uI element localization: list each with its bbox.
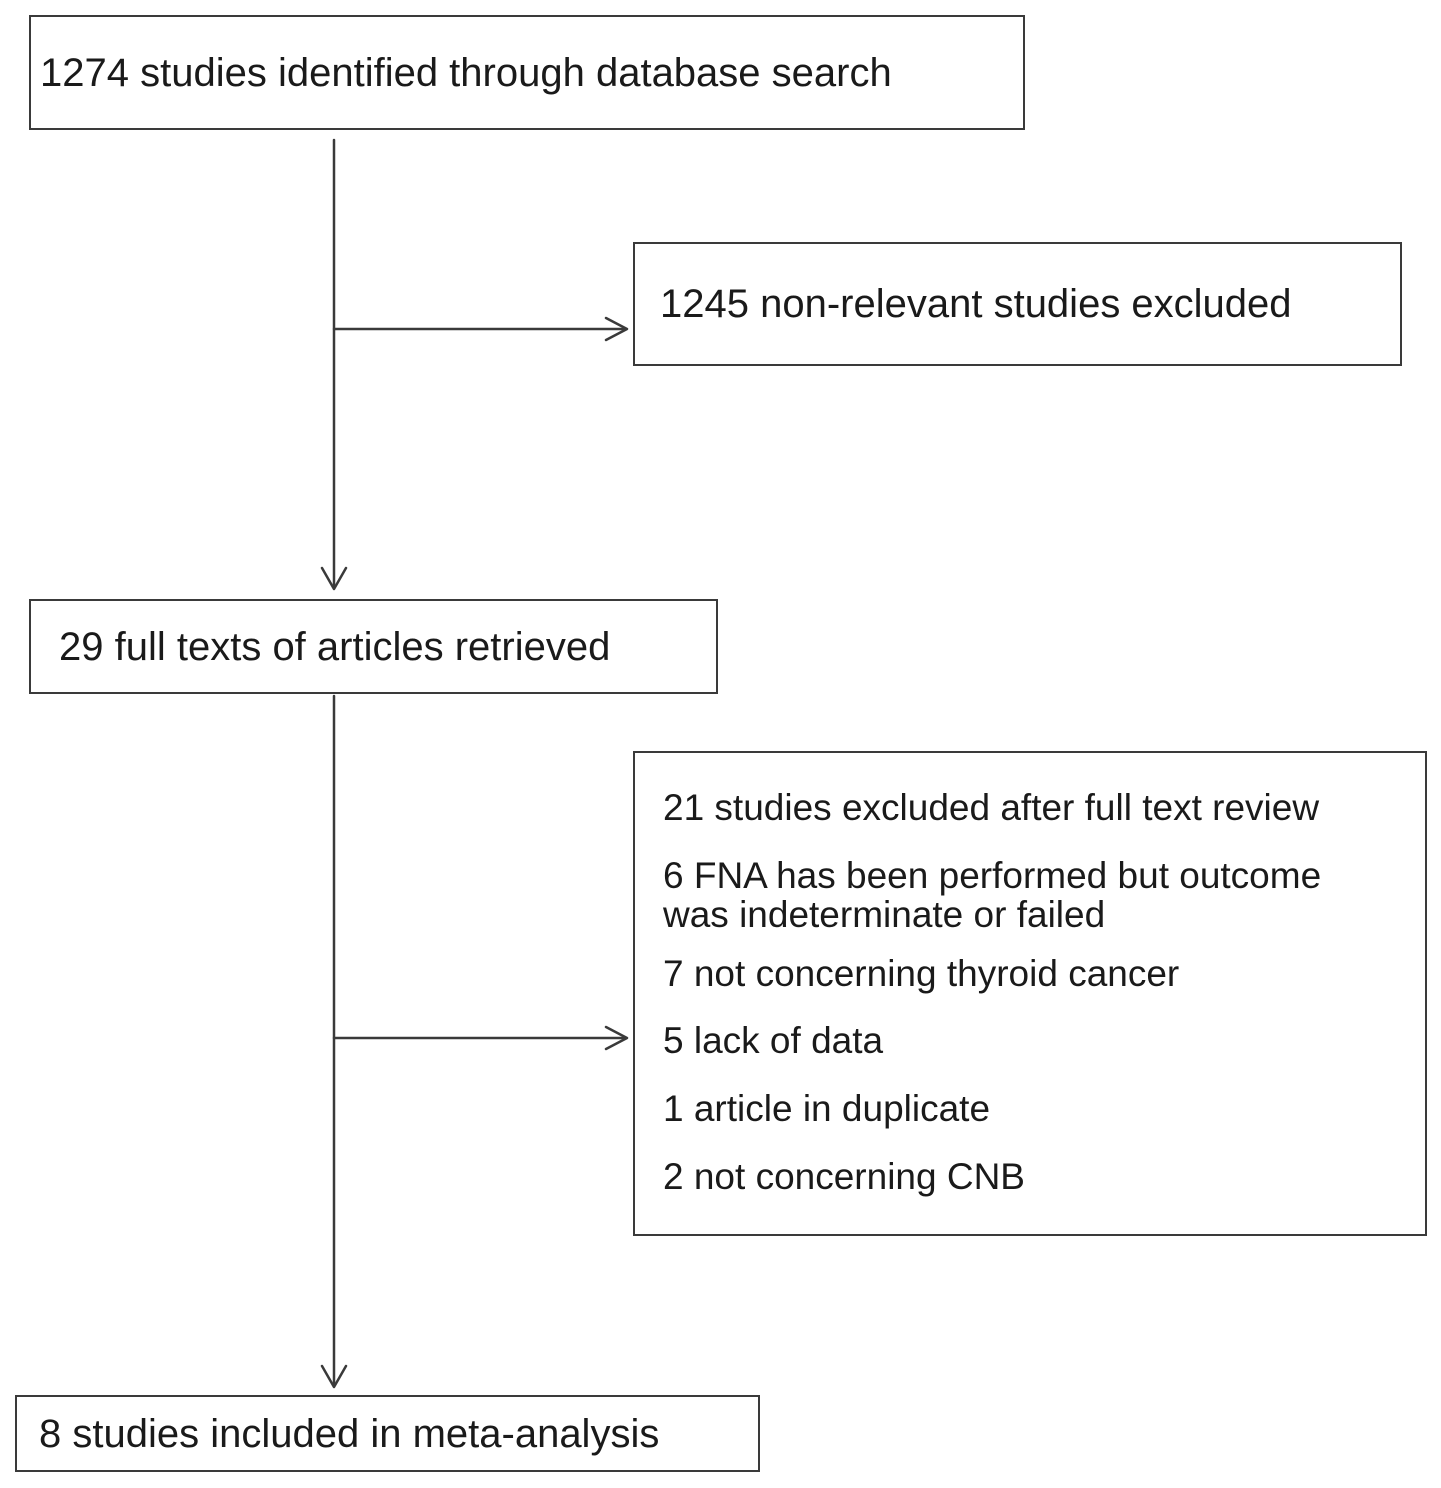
non-relevant-excluded-box: 1245 non-relevant studies excluded	[633, 242, 1402, 366]
arrowhead-included	[320, 1364, 348, 1389]
excluded-after-review-box: 21 studies excluded after full text revi…	[633, 751, 1427, 1236]
exclusion-reason-lack-of-data: 5 lack of data	[663, 1020, 884, 1061]
non-relevant-excluded-label: 1245 non-relevant studies excluded	[660, 282, 1292, 326]
excluded-after-review-heading: 21 studies excluded after full text revi…	[663, 787, 1320, 828]
identified-studies-label: 1274 studies identified through database…	[40, 50, 892, 95]
exclusion-reason-not-cnb: 2 not concerning CNB	[663, 1156, 1025, 1197]
exclusion-reason-duplicate: 1 article in duplicate	[663, 1088, 991, 1129]
identified-studies-box: 1274 studies identified through database…	[29, 15, 1025, 130]
full-texts-retrieved-box: 29 full texts of articles retrieved	[29, 599, 718, 694]
exclusion-reason-fna-indeterminate: 6 FNA has been performed but outcome was…	[663, 855, 1322, 935]
arrowhead-nonrelevant	[604, 316, 629, 342]
arrowhead-fulltext	[320, 566, 348, 591]
exclusion-reason-not-thyroid-cancer: 7 not concerning thyroid cancer	[663, 953, 1180, 994]
arrowhead-excluded	[604, 1025, 629, 1051]
full-texts-retrieved-label: 29 full texts of articles retrieved	[59, 624, 611, 669]
included-studies-label: 8 studies included in meta-analysis	[39, 1411, 660, 1456]
included-studies-box: 8 studies included in meta-analysis	[15, 1395, 760, 1472]
